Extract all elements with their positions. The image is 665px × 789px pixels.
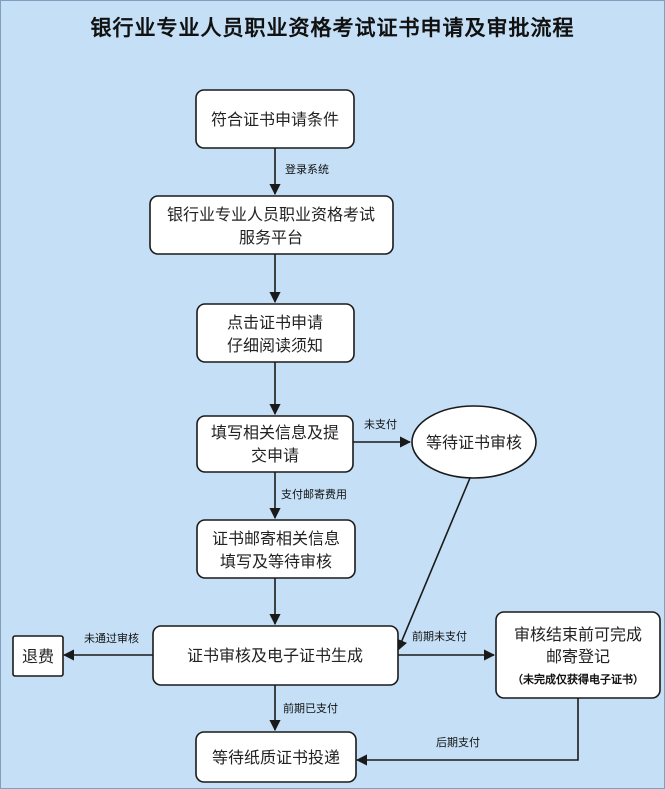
node-click-apply-line-2: 仔细阅读须知: [227, 336, 323, 355]
node-platform: 银行业专业人员职业资格考试 服务平台: [149, 195, 394, 255]
node-platform-line-2: 服务平台: [239, 228, 303, 247]
node-eligible-line-1: 符合证书申请条件: [211, 110, 339, 129]
node-mail-info-line-1: 证书邮寄相关信息: [212, 529, 340, 548]
node-wait-review-line-1: 等待证书审核: [426, 433, 522, 452]
node-click-apply-line-1: 点击证书申请: [227, 313, 323, 332]
node-mail-register-note: （未完成仅获得电子证书）: [512, 672, 644, 686]
node-refund: 退费: [12, 635, 64, 677]
edge-label-prior-unpaid: 前期未支付: [412, 629, 467, 643]
node-click-apply: 点击证书申请 仔细阅读须知: [196, 303, 355, 363]
node-mail-info-line-2: 填写及等待审核: [220, 552, 332, 571]
node-platform-line-1: 银行业专业人员职业资格考试: [167, 205, 375, 224]
node-mail-register-line-2: 邮寄登记: [546, 647, 610, 666]
edge-label-prior-paid: 前期已支付: [283, 701, 338, 715]
edge-label-not-passed: 未通过审核: [84, 631, 139, 645]
edge-label-unpaid: 未支付: [364, 418, 397, 431]
edge-mail-register-to-wait-paper: [355, 698, 579, 766]
node-mail-register-line-1: 审核结束前可完成: [514, 625, 642, 644]
node-fill-submit-line-2: 交申请: [251, 446, 299, 465]
node-wait-paper: 等待纸质证书投递: [195, 731, 357, 783]
node-fill-submit-line-1: 填写相关信息及提: [211, 423, 339, 442]
node-wait-review: 等待证书审核: [411, 405, 537, 479]
node-review-generate-line-1: 证书审核及电子证书生成: [187, 646, 363, 665]
node-wait-paper-line-1: 等待纸质证书投递: [212, 748, 340, 767]
edge-wait-review-to-review: [396, 477, 471, 652]
node-mail-info: 证书邮寄相关信息 填写及等待审核: [196, 519, 356, 579]
edge-label-later-pay: 后期支付: [436, 736, 480, 749]
node-refund-line-1: 退费: [22, 647, 54, 666]
node-review-generate: 证书审核及电子证书生成: [152, 625, 399, 686]
node-fill-submit: 填写相关信息及提 交申请: [196, 415, 354, 473]
diagram-title: 银行业专业人员职业资格考试证书申请及审批流程: [90, 16, 575, 40]
node-eligible: 符合证书申请条件: [195, 89, 355, 149]
edge-label-login: 登录系统: [285, 162, 329, 176]
edge-label-pay-postage: 支付邮寄费用: [281, 487, 347, 501]
node-mail-register: 审核结束前可完成 邮寄登记 （未完成仅获得电子证书）: [495, 611, 661, 699]
